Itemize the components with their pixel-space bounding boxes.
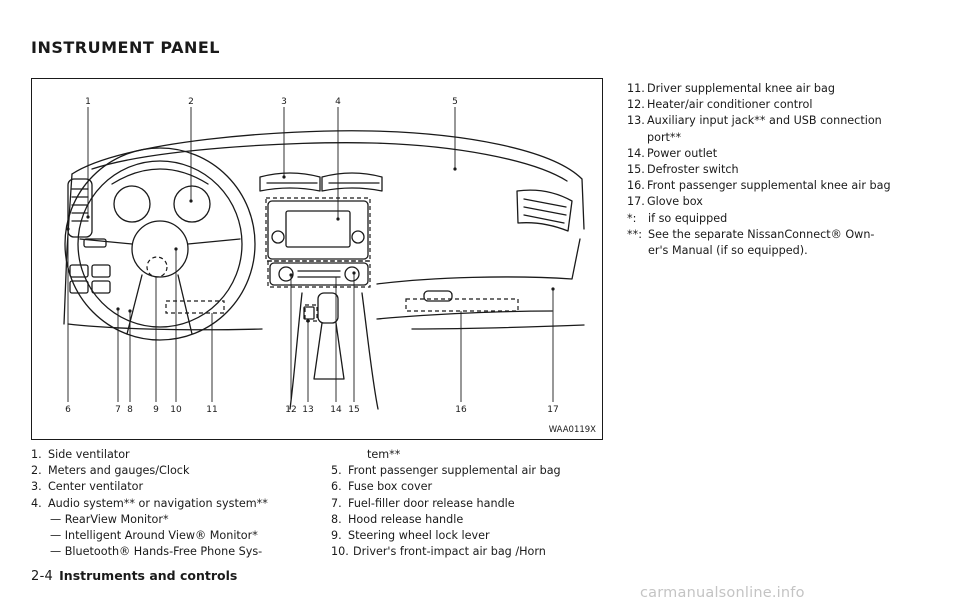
- legend-item: 5. Front passenger supplemental air bag: [331, 463, 601, 479]
- callout-12: 12: [285, 405, 296, 415]
- callout-13: 13: [302, 405, 313, 415]
- legend-text: Driver's front-impact air bag /Horn: [353, 545, 546, 559]
- legend-item: 9. Steering wheel lock lever: [331, 528, 601, 544]
- page-title: INSTRUMENT PANEL: [31, 38, 220, 57]
- footnote-text: if so equipped: [648, 211, 728, 225]
- legend-item: 1. Side ventilator: [31, 447, 301, 463]
- legend-text: Fuel-filler door release handle: [348, 496, 515, 510]
- legend-number: 14.: [627, 146, 645, 160]
- legend-number: 12.: [627, 98, 645, 112]
- legend-item: 7. Fuel-filler door release handle: [331, 496, 601, 512]
- callout-15: 15: [348, 405, 359, 415]
- legend-number: 17.: [627, 195, 645, 209]
- dashboard-line-drawing: 1 2 3 4 5 6 7 8 9 10 11 12 13 14 15 16 1…: [63, 97, 585, 415]
- legend-number: 15.: [627, 163, 645, 177]
- legend-item: 14.Power outlet: [627, 146, 897, 162]
- legend-number: 7.: [331, 496, 342, 510]
- callout-10: 10: [170, 405, 182, 415]
- legend-number: 10.: [331, 545, 349, 559]
- legend-item: 8. Hood release handle: [331, 512, 601, 528]
- legend-text: Center ventilator: [48, 480, 144, 494]
- legend-text: Heater/air conditioner control: [647, 98, 813, 112]
- legend-text: Front passenger supplemental knee air ba…: [647, 179, 891, 193]
- legend-item: 17.Glove box: [627, 194, 897, 210]
- legend-number: 1.: [31, 448, 42, 461]
- legend-item: 15.Defroster switch: [627, 162, 897, 178]
- callout-1: 1: [85, 97, 91, 107]
- legend-item: 12.Heater/air conditioner control: [627, 97, 897, 113]
- watermark: carmanualsonline.info: [640, 585, 805, 601]
- footnote-marker: **:: [627, 227, 642, 241]
- legend-number: 9.: [331, 529, 342, 543]
- callout-4: 4: [335, 97, 341, 107]
- callout-8: 8: [127, 405, 133, 415]
- page-footer: 2-4 Instruments and controls: [31, 568, 237, 584]
- footnote: **: See the separate NissanConnect® Own- …: [627, 227, 897, 259]
- legend-text: Meters and gauges/Clock: [48, 464, 190, 478]
- callout-11: 11: [206, 405, 217, 415]
- legend-continuation: tem**: [367, 448, 401, 461]
- callout-9: 9: [153, 405, 159, 415]
- legend-item: 16.Front passenger supplemental knee air…: [627, 178, 897, 194]
- section-name: Instruments and controls: [59, 568, 238, 583]
- figure-code: WAA0119X: [548, 425, 596, 435]
- legend-column-3: 11.Driver supplemental knee air bag 12.H…: [627, 81, 897, 259]
- footnote: *: if so equipped: [627, 211, 897, 227]
- legend-number: 16.: [627, 179, 645, 193]
- legend-number: 8.: [331, 512, 342, 526]
- legend-text: Side ventilator: [48, 448, 130, 461]
- legend-item: 6. Fuse box cover: [331, 479, 601, 495]
- callout-16: 16: [455, 405, 467, 415]
- legend-text: Front passenger supplemental air bag: [348, 464, 561, 478]
- legend-text: Auxiliary input jack** and USB connectio…: [647, 114, 882, 144]
- callout-5: 5: [452, 97, 458, 107]
- legend-text: Steering wheel lock lever: [348, 529, 490, 543]
- legend-number: 4.: [31, 496, 42, 510]
- callout-3: 3: [281, 97, 287, 107]
- legend-text: Audio system** or navigation system**: [48, 496, 268, 510]
- legend-number: 2.: [31, 464, 42, 478]
- legend-text: Defroster switch: [647, 163, 739, 177]
- legend-number: 11.: [627, 82, 645, 95]
- callout-7: 7: [115, 405, 121, 415]
- instrument-panel-illustration: 1 2 3 4 5 6 7 8 9 10 11 12 13 14 15 16 1…: [31, 78, 603, 440]
- callout-14: 14: [330, 405, 342, 415]
- callout-6: 6: [65, 405, 71, 415]
- legend-column-1: 1. Side ventilator 2. Meters and gauges/Cl…: [31, 447, 301, 560]
- legend-text: Hood release handle: [348, 512, 464, 526]
- legend-subitem: — Intelligent Around View® Monitor*: [50, 529, 258, 543]
- legend-item: 4. Audio system** or navigation system**: [31, 496, 301, 512]
- legend-subitem: — RearView Monitor*: [50, 512, 169, 526]
- callout-17: 17: [547, 405, 558, 415]
- legend-text: Glove box: [647, 195, 703, 209]
- footnote-text: See the separate NissanConnect® Own- er'…: [648, 227, 875, 258]
- page-number: 2-4: [31, 569, 54, 584]
- legend-item: 10. Driver's front-impact air bag /Horn: [331, 544, 601, 560]
- legend-text: Fuse box cover: [348, 480, 433, 494]
- legend-number: 3.: [31, 480, 42, 494]
- legend-item: 11.Driver supplemental knee air bag: [627, 81, 897, 97]
- legend-column-2: tem** 5. Front passenger supplemental air…: [331, 447, 601, 560]
- legend-text: Driver supplemental knee air bag: [647, 82, 835, 95]
- legend-item: 13.Auxiliary input jack** and USB connec…: [627, 113, 897, 145]
- legend-number: 5.: [331, 464, 342, 478]
- callout-2: 2: [188, 97, 194, 107]
- legend-item: 3. Center ventilator: [31, 479, 301, 495]
- legend-subitem: — Bluetooth® Hands-Free Phone Sys-: [50, 545, 263, 559]
- legend-number: 13.: [627, 114, 645, 128]
- footnote-marker: *:: [627, 211, 637, 225]
- legend-item: 2. Meters and gauges/Clock: [31, 463, 301, 479]
- legend-number: 6.: [331, 480, 342, 494]
- legend-text: Power outlet: [647, 146, 718, 160]
